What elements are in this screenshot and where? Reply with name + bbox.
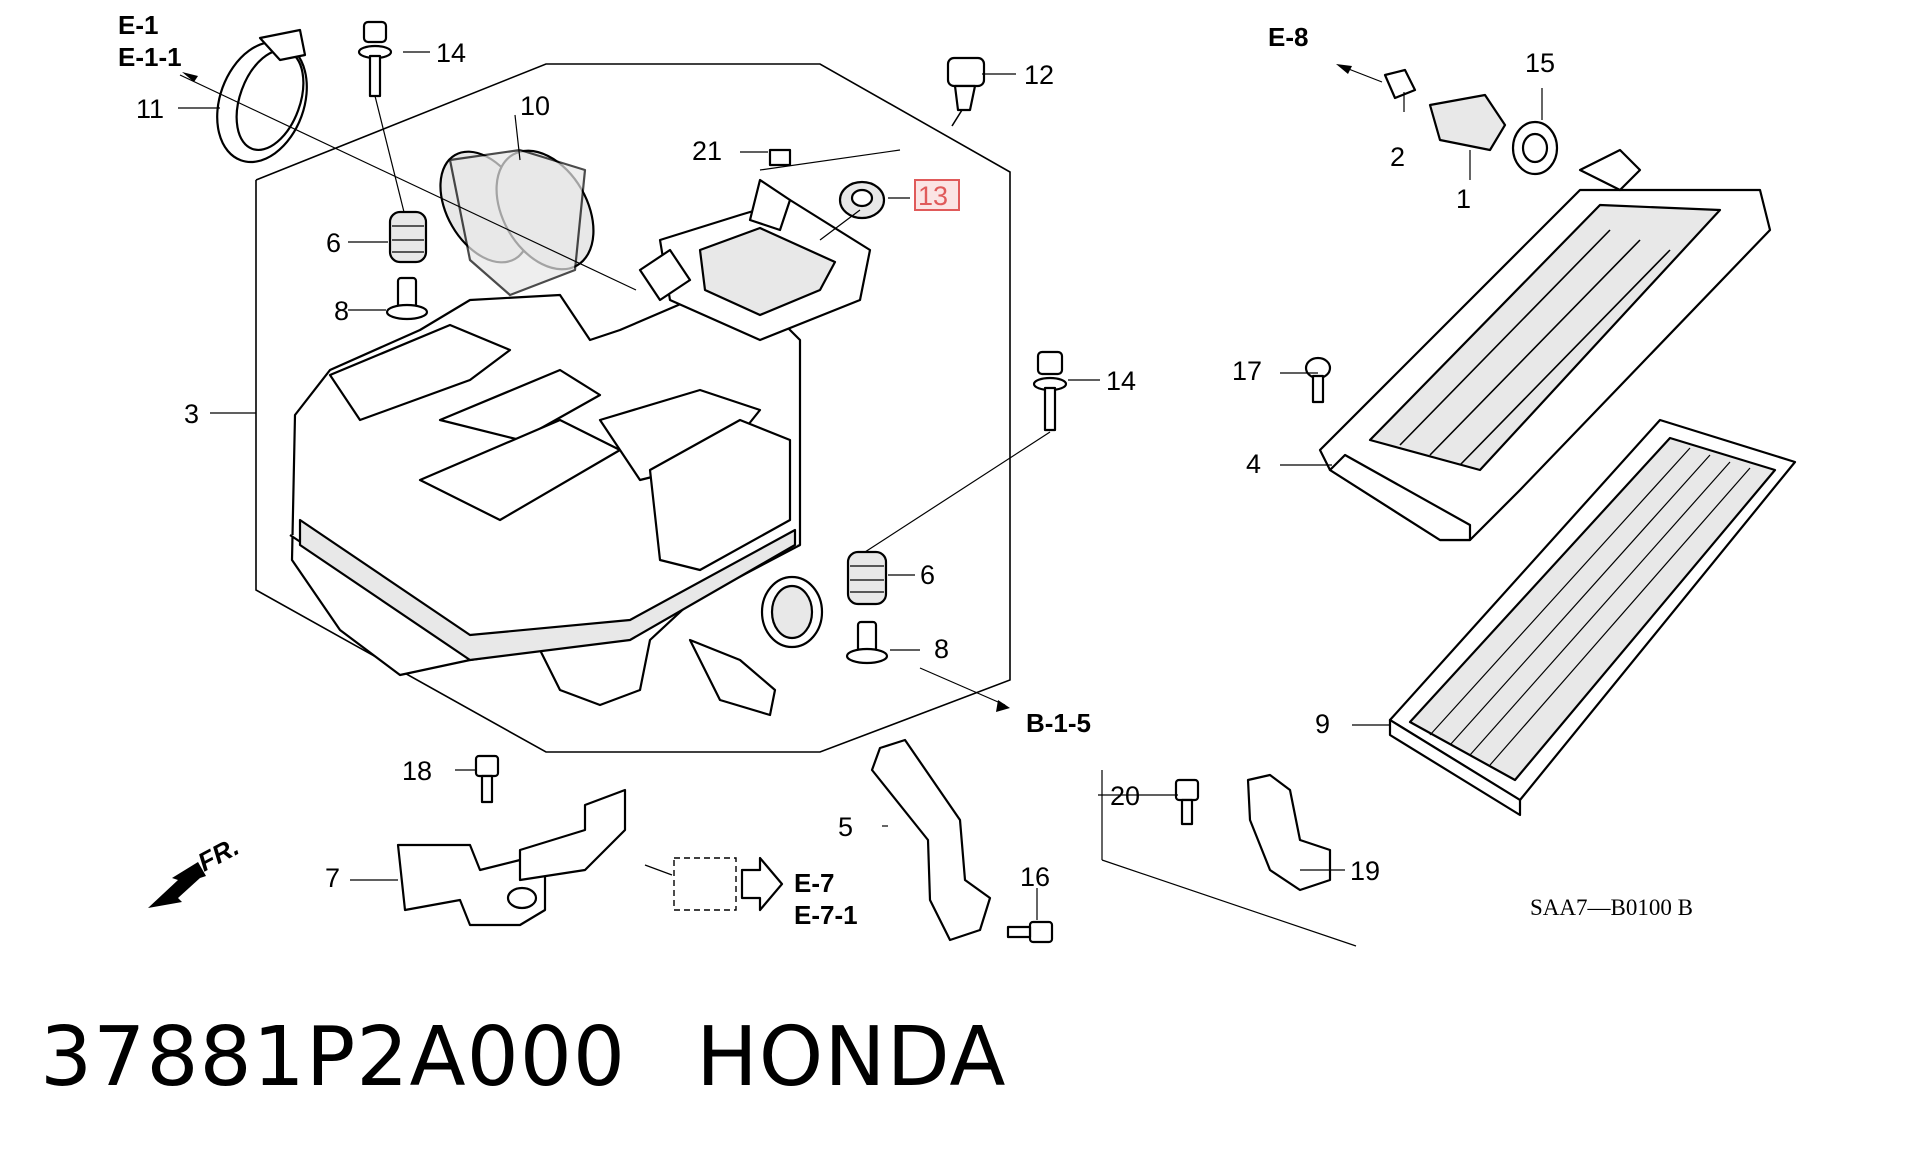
vacuum-fitting (1428, 93, 1507, 152)
arrow-to-b15 (996, 700, 1010, 712)
collar-lower (845, 620, 889, 665)
arrow-to-e1 (182, 72, 198, 82)
clip-small (768, 148, 792, 167)
callout-5: 5 (838, 812, 853, 842)
housing-bracket (396, 788, 627, 927)
ref-b1-5: B-1-5 (1026, 708, 1091, 738)
section-references: E-1 E-1-1 E-8 B-1-5 E-7 E-7-1 (118, 10, 1308, 930)
callout-6a: 6 (326, 228, 341, 258)
grommet-upper (388, 210, 428, 264)
stay-bolt (1006, 920, 1054, 944)
connector-clip-box (673, 857, 737, 911)
callout-7: 7 (325, 863, 340, 893)
leader-lines (178, 51, 1543, 947)
hose-clip (1383, 68, 1417, 100)
part-caption: 37881P2A000 HONDA (40, 1010, 1006, 1105)
intake-air-temp-sensor (946, 56, 986, 127)
ref-e7-1: E-7-1 (794, 900, 858, 930)
callout-3: 3 (184, 399, 199, 429)
callout-9: 9 (1315, 709, 1330, 739)
callout-21: 21 (692, 136, 722, 166)
housing-group-frame (255, 63, 1011, 753)
cover-bolt (1304, 356, 1332, 404)
grommet-lower (846, 550, 888, 606)
support-bracket (1246, 773, 1332, 892)
callout-20: 20 (1110, 781, 1140, 811)
arrow-to-e7 (740, 856, 784, 912)
hose-band (1511, 120, 1559, 176)
air-filter-element (1388, 418, 1797, 817)
callout-1: 1 (1456, 184, 1471, 214)
arrow-to-e8 (1336, 64, 1352, 74)
lower-stay (870, 738, 992, 942)
intake-tube (439, 148, 595, 297)
callout-6b: 6 (920, 560, 935, 590)
band-clamp (216, 28, 308, 164)
sensor-grommet (838, 180, 886, 220)
front-direction-arrow: FR. (148, 831, 244, 908)
part-number: 37881P2A000 (40, 1010, 627, 1105)
diagram-code: SAA7—B0100 B (1530, 895, 1693, 920)
callout-10: 10 (520, 91, 550, 121)
callout-11: 11 (136, 94, 164, 124)
ref-e1: E-1 (118, 10, 158, 40)
callout-17: 17 (1232, 356, 1262, 386)
callout-12: 12 (1024, 60, 1054, 90)
ref-e7: E-7 (794, 868, 834, 898)
callout-13: 13 (918, 181, 948, 211)
collar-upper (385, 276, 429, 321)
callout-2: 2 (1390, 142, 1405, 172)
callout-15: 15 (1525, 48, 1555, 78)
callout-8b: 8 (934, 634, 949, 664)
callout-14a: 14 (436, 38, 466, 68)
bolt-upper (357, 20, 405, 213)
air-cleaner-cover (1318, 148, 1772, 542)
highlight-13 (914, 179, 960, 211)
air-cleaner-housing (289, 178, 872, 717)
ref-e8: E-8 (1268, 22, 1308, 52)
callouts: 1 2 3 4 5 6 6 7 8 8 9 10 11 12 13 14 14 … (136, 38, 1555, 893)
brand-name: HONDA (696, 1010, 1007, 1105)
support-bolt (1174, 778, 1200, 826)
bracket-bolt (474, 754, 500, 804)
callout-8a: 8 (334, 296, 349, 326)
bolt-lower (1032, 350, 1068, 432)
callout-4: 4 (1246, 449, 1261, 479)
callout-14b: 14 (1106, 366, 1136, 396)
ref-e1-1: E-1-1 (118, 42, 182, 72)
callout-19: 19 (1350, 856, 1380, 886)
callout-18: 18 (402, 756, 432, 786)
callout-16: 16 (1020, 862, 1050, 892)
